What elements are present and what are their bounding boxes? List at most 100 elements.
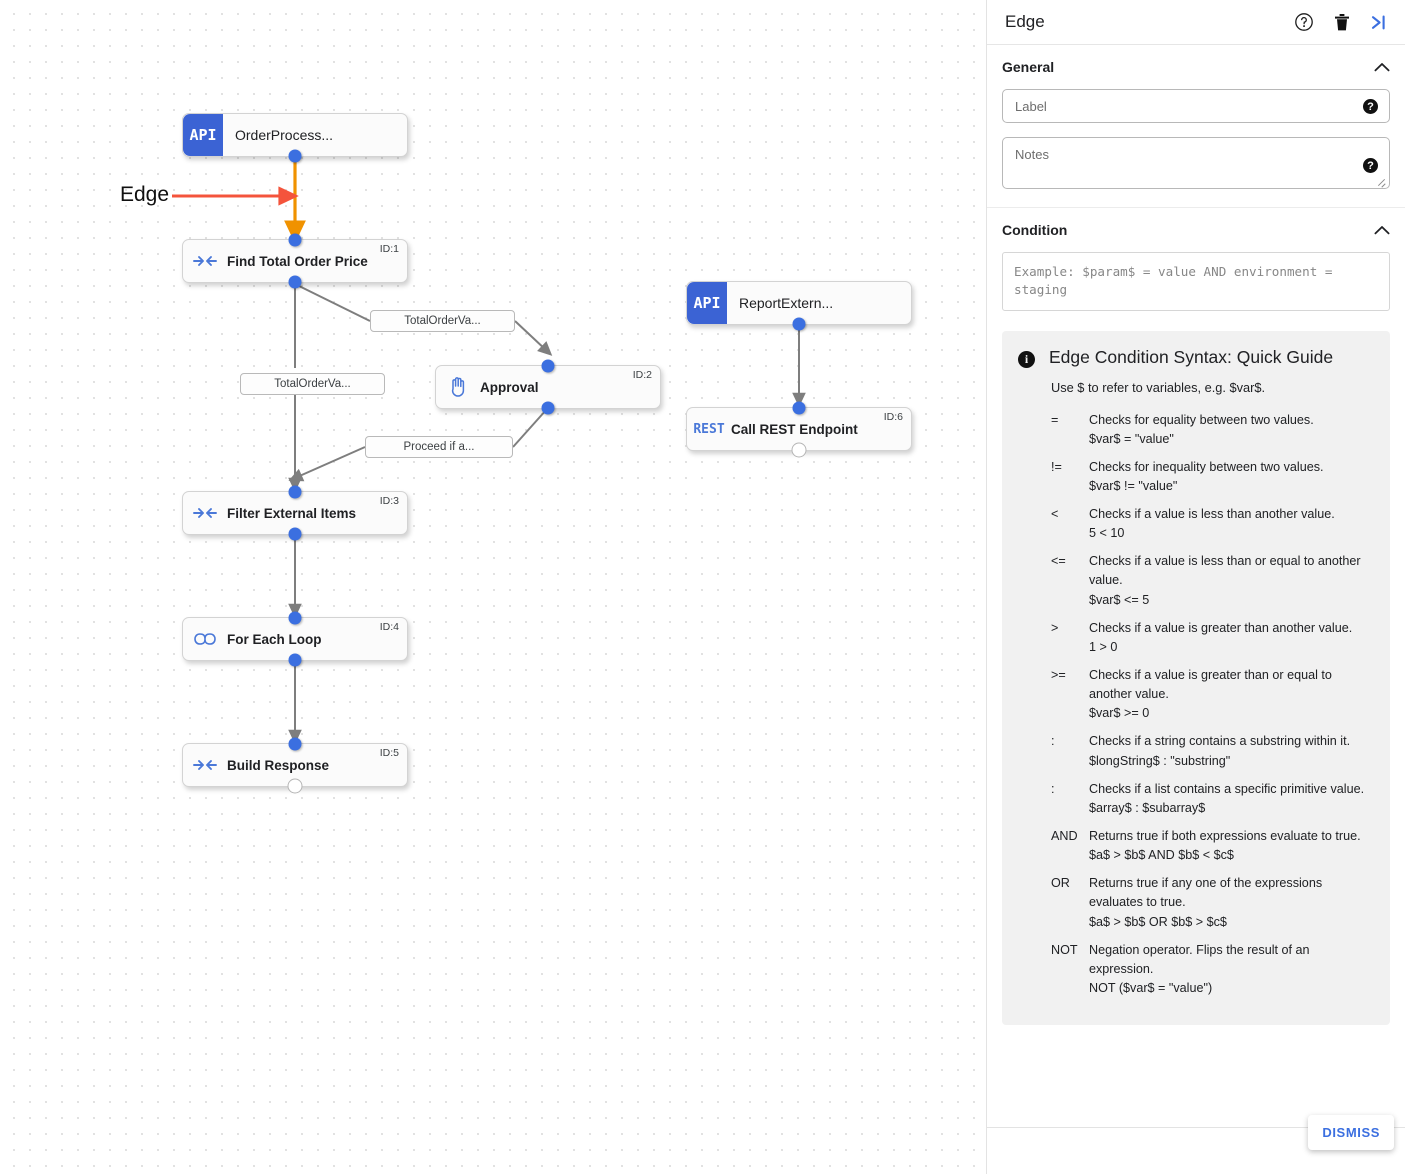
operator-list: =Checks for equality between two values.… (1049, 411, 1374, 999)
node-reportextern[interactable]: API ReportExtern... (686, 281, 912, 331)
panel-header-actions (1294, 12, 1389, 32)
chevron-up-icon[interactable] (1374, 59, 1390, 75)
notes-resize-handle[interactable] (1376, 176, 1386, 186)
page-title: Edge (1005, 12, 1045, 31)
label-field-placeholder: Label (1015, 99, 1047, 114)
chevron-up-icon[interactable] (1374, 222, 1390, 238)
node-approval[interactable]: Approval ID:2 (435, 359, 661, 415)
infinity-icon (183, 632, 227, 646)
section-condition-header[interactable]: Condition (1002, 222, 1390, 238)
operator-example: 5 < 10 (1089, 526, 1125, 541)
edge-label-chip[interactable]: TotalOrderVa... (240, 373, 385, 395)
edge-properties-panel: Edge (986, 0, 1405, 1174)
node-find-total-order-price[interactable]: Find Total Order Price ID:1 (182, 233, 408, 289)
operator-description: Checks for inequality between two values… (1089, 459, 1324, 474)
operator-row: <= Checks if a value is less than or equa… (1049, 552, 1374, 609)
node-input-port[interactable] (541, 359, 555, 373)
node-id-badge: ID:5 (379, 747, 399, 759)
node-input-port[interactable] (288, 233, 302, 247)
operator-symbol: > (1051, 620, 1059, 635)
operator-description-block: Checks if a list contains a specific pri… (1089, 780, 1374, 818)
section-title: General (1002, 59, 1055, 75)
operator-symbol: NOT (1051, 942, 1078, 957)
operator-description: Checks if a value is less than or equal … (1089, 554, 1361, 588)
label-field[interactable]: Label ? (1002, 89, 1390, 123)
operator-row: !=Checks for inequality between two valu… (1049, 458, 1374, 496)
collapse-panel-icon[interactable] (1370, 14, 1389, 31)
node-orderprocess[interactable]: API OrderProcess... (182, 113, 408, 163)
operator-row: =Checks for equality between two values.… (1049, 411, 1374, 449)
panel-header: Edge (987, 0, 1405, 45)
operator-description-block: Checks for equality between two values. $… (1089, 411, 1374, 449)
node-input-port[interactable] (288, 485, 302, 499)
label-help-icon[interactable]: ? (1363, 99, 1378, 114)
operator-symbol: : (1051, 781, 1055, 796)
notes-field-placeholder: Notes (1015, 147, 1049, 162)
node-output-port[interactable] (288, 275, 302, 289)
node-build-response[interactable]: Build Response ID:5 (182, 737, 408, 794)
node-id-badge: ID:3 (379, 495, 399, 507)
api-icon: API (183, 114, 223, 156)
node-output-port[interactable] (791, 442, 807, 458)
node-for-each-loop[interactable]: For Each Loop ID:4 (182, 611, 408, 667)
operator-symbol: <= (1051, 554, 1066, 569)
node-title: Find Total Order Price (227, 253, 368, 269)
node-title: For Each Loop (227, 631, 322, 647)
operator-example: $a$ > $b$ AND $b$ < $c$ (1089, 848, 1234, 863)
operator-description: Checks if a string contains a substring … (1089, 734, 1351, 749)
dismiss-button[interactable]: DISMISS (1308, 1115, 1394, 1150)
node-output-port[interactable] (288, 149, 302, 163)
notes-field[interactable]: Notes ? (1002, 137, 1390, 189)
node-output-port[interactable] (287, 778, 303, 794)
operator-description: Checks for equality between two values. (1089, 412, 1314, 427)
operator-example: $longString$ : "substring" (1089, 753, 1231, 768)
operator-description: Returns true if both expressions evaluat… (1089, 829, 1361, 844)
operator-description-block: Returns true if both expressions evaluat… (1089, 827, 1374, 865)
workflow-canvas[interactable]: Edge API OrderProcess... Find Total Orde… (0, 0, 986, 1174)
node-title: Call REST Endpoint (731, 421, 858, 437)
trash-icon[interactable] (1333, 13, 1351, 32)
node-output-port[interactable] (288, 527, 302, 541)
operator-symbol: AND (1051, 829, 1078, 844)
info-icon: i (1018, 350, 1035, 368)
hand-icon (436, 376, 480, 398)
edge-label-chip[interactable]: Proceed if a... (365, 436, 513, 458)
operator-description: Checks if a list contains a specific pri… (1089, 781, 1365, 796)
notes-help-icon[interactable]: ? (1363, 158, 1378, 173)
node-filter-external-items[interactable]: Filter External Items ID:3 (182, 485, 408, 541)
node-output-port[interactable] (541, 401, 555, 415)
node-input-port[interactable] (288, 737, 302, 751)
panel-footer: DISMISS (987, 1115, 1405, 1174)
operator-description-block: Checks if a value is less than another v… (1089, 505, 1374, 543)
node-title: Approval (480, 379, 539, 395)
operator-description-block: Checks if a value is less than or equal … (1089, 552, 1374, 609)
section-general-header[interactable]: General (1002, 59, 1390, 75)
edge-label-chip[interactable]: TotalOrderVa... (370, 310, 515, 332)
operator-example: NOT ($var$ = "value") (1089, 981, 1213, 996)
operator-example: $array$ : $subarray$ (1089, 800, 1206, 815)
operator-example: 1 > 0 (1089, 639, 1118, 654)
operator-example: $var$ >= 0 (1089, 706, 1150, 721)
operator-symbol: : (1051, 734, 1055, 749)
node-output-port[interactable] (792, 317, 806, 331)
node-output-port[interactable] (288, 653, 302, 667)
api-icon: API (687, 282, 727, 324)
node-id-badge: ID:6 (883, 411, 903, 423)
edge-connections (172, 157, 806, 745)
node-id-badge: ID:1 (379, 243, 399, 255)
condition-input[interactable]: Example: $param$ = value AND environment… (1002, 252, 1390, 311)
node-input-port[interactable] (792, 401, 806, 415)
node-title: Filter External Items (227, 505, 357, 521)
node-title: OrderProcess... (235, 127, 334, 143)
operator-description-block: Checks if a string contains a substring … (1089, 732, 1374, 770)
help-circle-icon[interactable] (1294, 12, 1314, 32)
node-call-rest-endpoint[interactable]: REST Call REST Endpoint ID:6 (686, 401, 912, 458)
node-input-port[interactable] (288, 611, 302, 625)
operator-example: $var$ = "value" (1089, 431, 1174, 446)
operator-example: $var$ <= 5 (1089, 592, 1150, 607)
operator-example: $a$ > $b$ OR $b$ > $c$ (1089, 914, 1227, 929)
transform-icon (183, 505, 227, 521)
